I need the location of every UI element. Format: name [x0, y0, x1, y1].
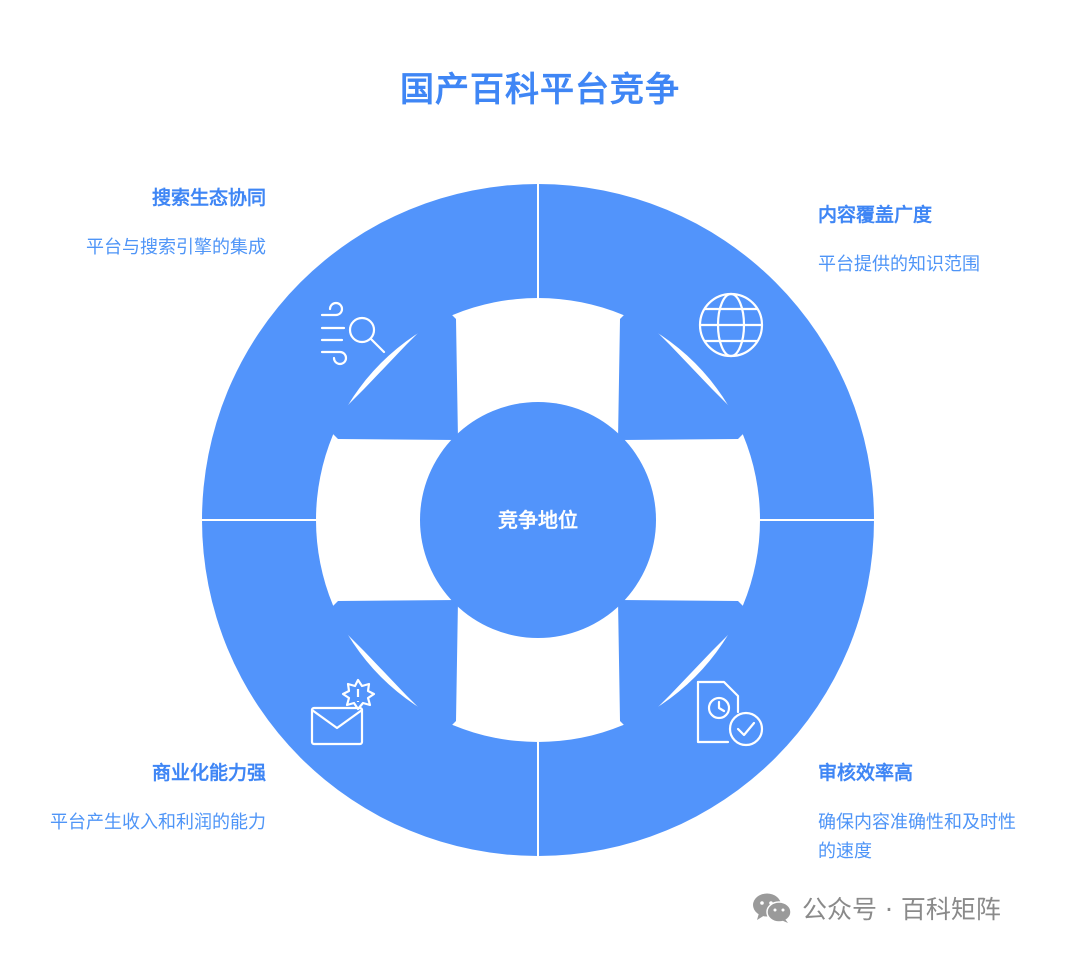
divider-lines	[202, 184, 874, 856]
arrow-top-left	[326, 307, 458, 440]
quadrant-heading: 搜索生态协同	[151, 187, 266, 209]
arrow-top-right	[618, 307, 750, 440]
globe-icon	[698, 292, 764, 358]
center-label: 竞争地位	[498, 508, 578, 532]
search-wind-icon	[320, 301, 386, 366]
quadrant-top-left: 搜索生态协同 平台与搜索引擎的集成	[50, 185, 266, 262]
wechat-icon	[753, 893, 792, 923]
quadrant-description: 平台与搜索引擎的集成	[86, 237, 266, 258]
quadrant-top-right: 内容覆盖广度 平台提供的知识范围	[818, 202, 1018, 279]
center-circle	[420, 402, 656, 638]
quadrant-bottom-left: 商业化能力强 平台产生收入和利润的能力	[50, 760, 266, 837]
quadrant-description: 平台产生收入和利润的能力	[50, 812, 266, 833]
arrow-bottom-left	[326, 600, 458, 733]
quadrant-bottom-right: 审核效率高 确保内容准确性和及时性的速度	[818, 760, 1018, 866]
quadrant-heading: 商业化能力强	[151, 762, 266, 784]
quadrant-description: 确保内容准确性和及时性的速度	[818, 812, 1016, 862]
document-clock-check-icon	[696, 680, 764, 747]
arrow-bottom-right	[618, 600, 750, 733]
mail-alert-icon	[310, 678, 376, 746]
quadrant-heading: 审核效率高	[818, 762, 914, 784]
inward-arrows	[326, 307, 750, 733]
watermark-text: 公众号 · 百科矩阵	[802, 895, 1001, 924]
watermark: 公众号 · 百科矩阵	[752, 890, 1001, 926]
quadrant-description: 平台提供的知识范围	[818, 254, 980, 275]
diagram-title: 国产百科平台竞争	[400, 70, 680, 110]
quadrant-heading: 内容覆盖广度	[818, 204, 933, 226]
